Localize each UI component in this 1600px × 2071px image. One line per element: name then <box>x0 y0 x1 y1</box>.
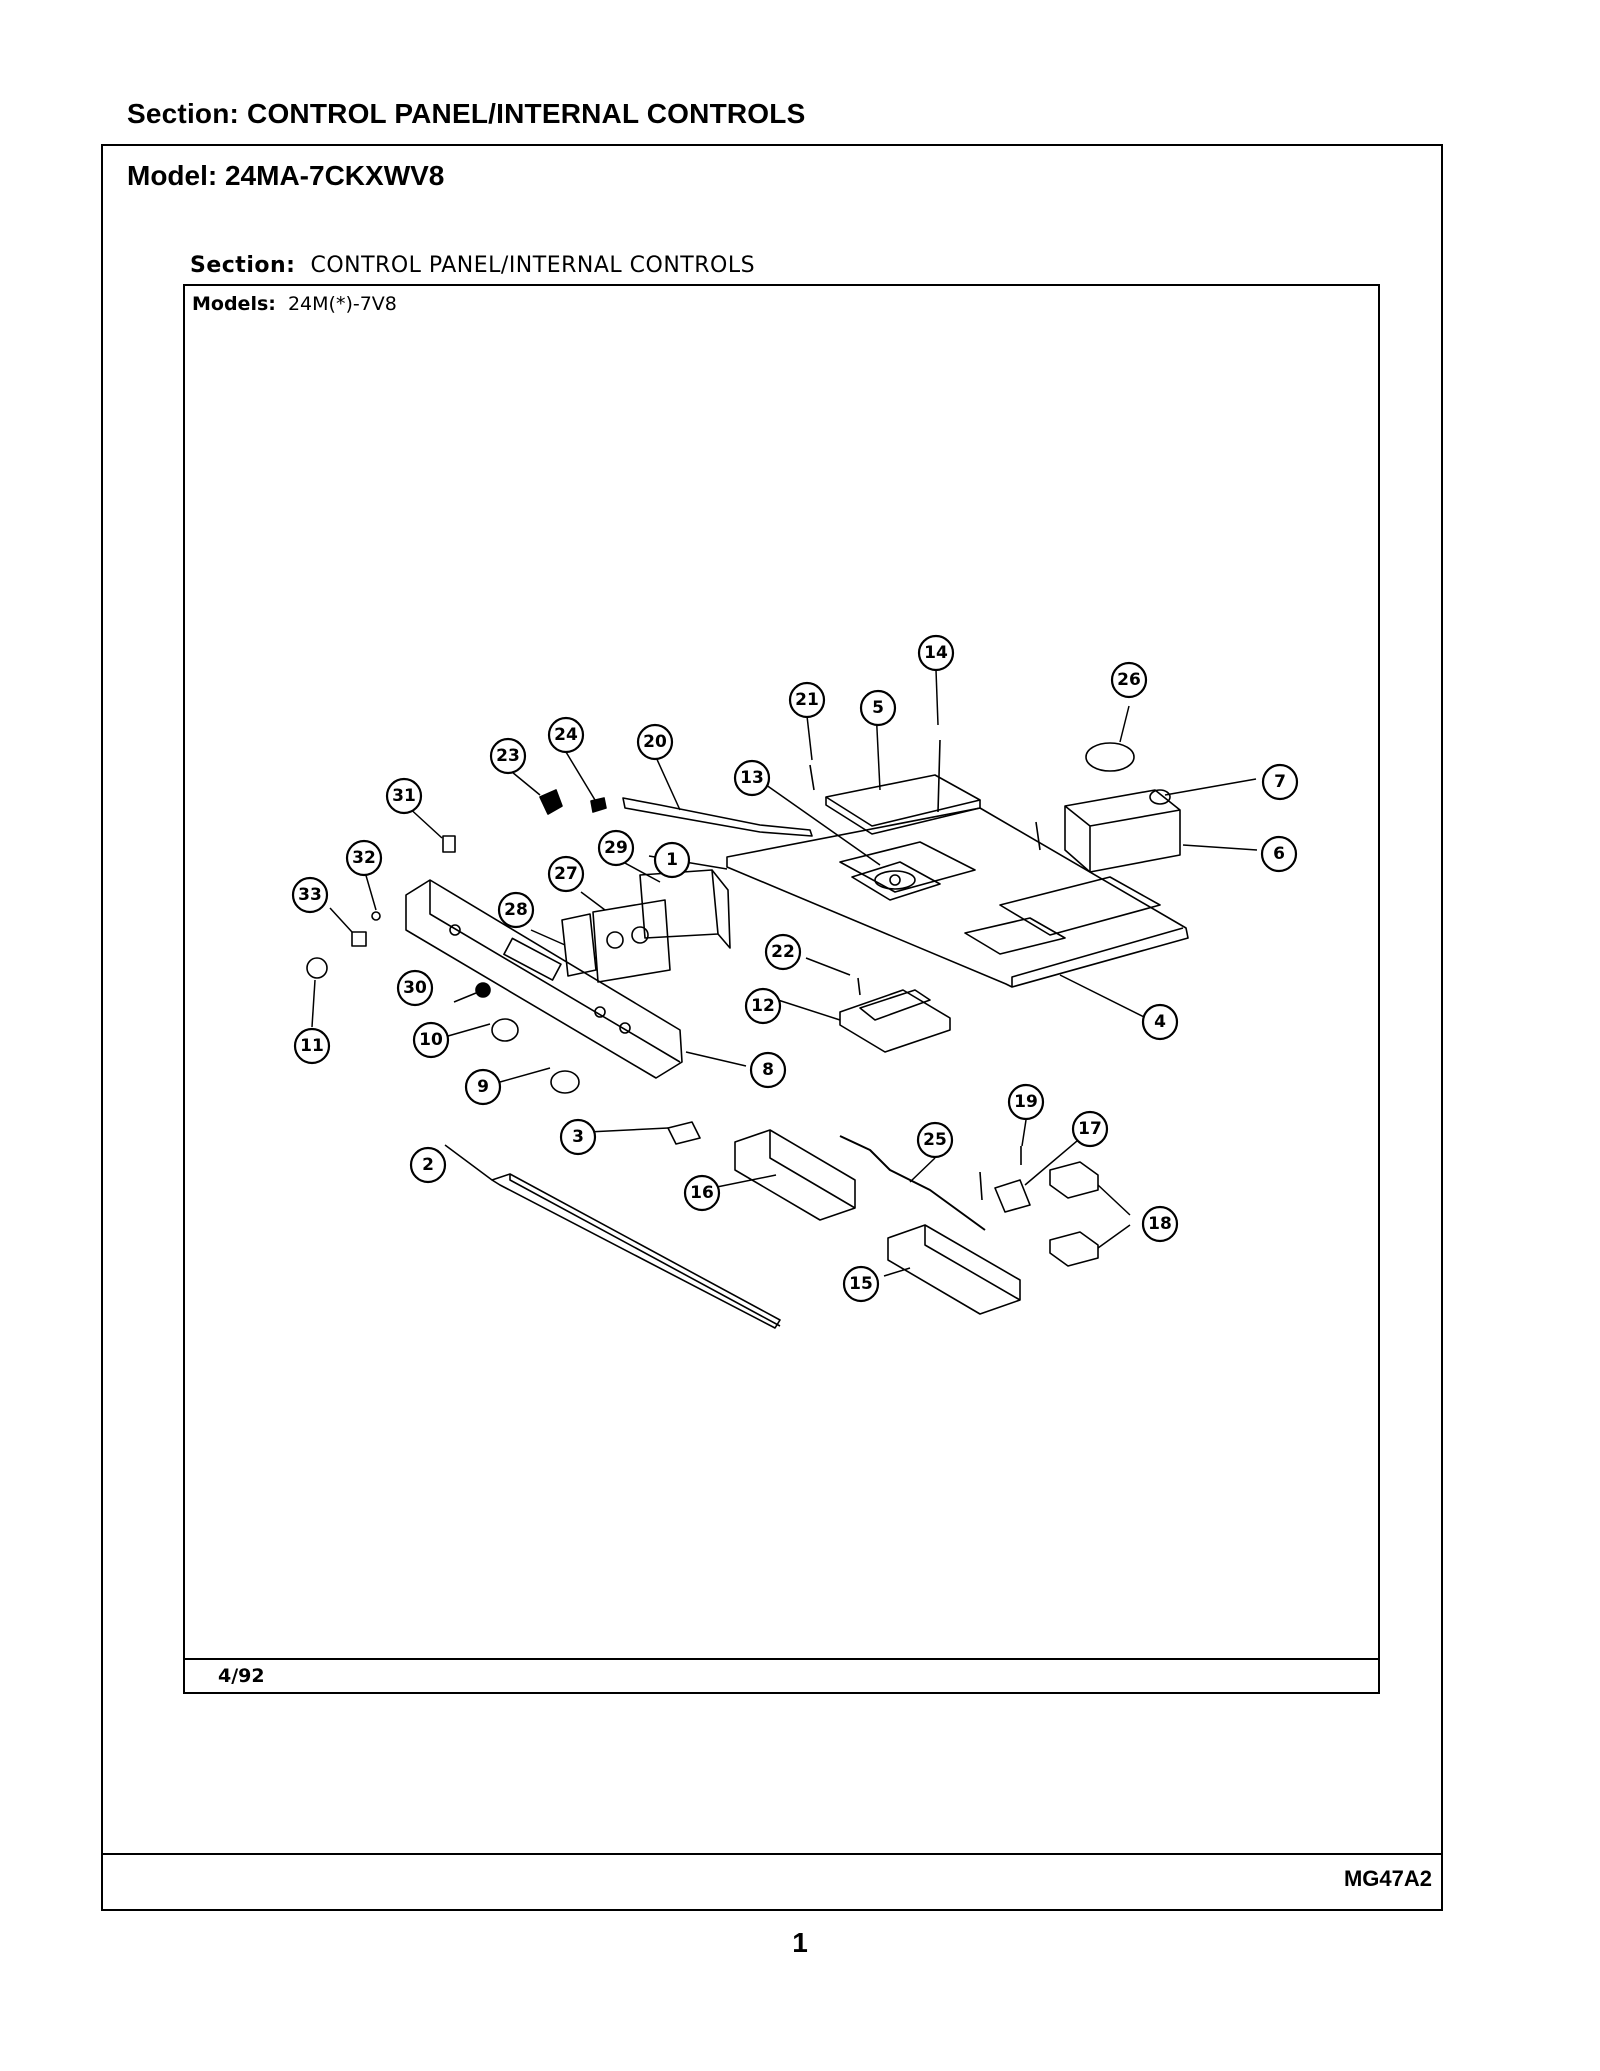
svg-text:11: 11 <box>300 1036 324 1056</box>
callout-31: 31 <box>385 777 423 815</box>
page-code: MG47A2 <box>1343 1866 1432 1891</box>
svg-text:10: 10 <box>419 1030 443 1050</box>
svg-text:18: 18 <box>1148 1214 1172 1234</box>
svg-text:15: 15 <box>849 1274 873 1294</box>
callout-20: 20 <box>636 723 674 761</box>
page-number: 1 <box>792 1927 808 1958</box>
page-section-title: Section: CONTROL PANEL/INTERNAL CONTROLS <box>127 98 806 129</box>
callout-19: 19 <box>1007 1083 1045 1121</box>
channel-16-shape <box>734 1129 856 1221</box>
base-plate-shape <box>726 807 1189 988</box>
callout-7: 7 <box>1261 763 1299 801</box>
svg-text:24: 24 <box>554 725 578 745</box>
svg-text:25: 25 <box>923 1130 947 1150</box>
svg-text:19: 19 <box>1014 1092 1038 1112</box>
motor-shape <box>851 861 941 901</box>
svg-text:9: 9 <box>477 1077 489 1097</box>
svg-text:3: 3 <box>572 1127 584 1147</box>
callout-16: 16 <box>683 1174 721 1212</box>
drawing-section-value: CONTROL PANEL/INTERNAL CONTROLS <box>310 253 756 278</box>
control-board-shape <box>592 899 671 983</box>
footer-rule <box>101 1853 1443 1855</box>
drawing-frame <box>183 284 1380 1694</box>
callout-17: 17 <box>1071 1110 1109 1148</box>
svg-text:27: 27 <box>554 864 578 884</box>
callout-2: 2 <box>409 1146 447 1184</box>
outer-frame <box>101 144 1443 1911</box>
svg-text:16: 16 <box>690 1183 714 1203</box>
svg-text:12: 12 <box>751 996 775 1016</box>
svg-text:1: 1 <box>666 850 678 870</box>
svg-text:26: 26 <box>1117 670 1141 690</box>
callout-11: 11 <box>293 1027 331 1065</box>
svg-text:28: 28 <box>504 900 528 920</box>
drawing-models: Models: 24M(*)-7V8 <box>192 293 397 315</box>
callout-24: 24 <box>547 716 585 754</box>
callout-27: 27 <box>547 855 585 893</box>
control-panel-shape <box>405 879 683 1079</box>
svg-text:6: 6 <box>1273 844 1285 864</box>
svg-text:33: 33 <box>298 885 322 905</box>
svg-text:7: 7 <box>1274 772 1286 792</box>
callout-28: 28 <box>497 891 535 929</box>
part-callouts: 1 2 3 4 5 6 7 8 9 10 11 12 13 14 15 16 1… <box>291 634 1299 1303</box>
svg-text:30: 30 <box>403 978 427 998</box>
cover-plate-shape <box>825 774 981 827</box>
drawing-date: 4/92 <box>218 1665 265 1687</box>
box-shape <box>1064 789 1181 873</box>
callout-32: 32 <box>345 839 383 877</box>
callout-25: 25 <box>916 1121 954 1159</box>
svg-text:4: 4 <box>1154 1012 1166 1032</box>
callout-1: 1 <box>653 841 691 879</box>
callout-9: 9 <box>464 1068 502 1106</box>
model-title: Model: 24MA-7CKXWV8 <box>127 160 445 191</box>
channel-15-shape <box>887 1224 1021 1315</box>
callout-29: 29 <box>597 829 635 867</box>
long-strip-shape <box>491 1173 781 1329</box>
bracket-rod-shape <box>622 797 813 837</box>
svg-text:32: 32 <box>352 848 376 868</box>
callout-18: 18 <box>1141 1205 1179 1243</box>
callout-8: 8 <box>749 1051 787 1089</box>
callout-3: 3 <box>559 1118 597 1156</box>
callout-10: 10 <box>412 1021 450 1059</box>
callout-33: 33 <box>291 876 329 914</box>
svg-text:21: 21 <box>795 690 819 710</box>
callout-15: 15 <box>842 1265 880 1303</box>
svg-text:2: 2 <box>422 1155 434 1175</box>
callout-21: 21 <box>788 681 826 719</box>
svg-text:22: 22 <box>771 942 795 962</box>
drawing-footer-rule <box>183 1658 1380 1660</box>
callout-5: 5 <box>859 689 897 727</box>
svg-text:20: 20 <box>643 732 667 752</box>
callout-22: 22 <box>764 933 802 971</box>
callout-23: 23 <box>489 737 527 775</box>
drawing-section-title: Section: CONTROL PANEL/INTERNAL CONTROLS <box>190 253 755 278</box>
svg-text:13: 13 <box>740 768 764 788</box>
svg-text:17: 17 <box>1078 1119 1102 1139</box>
small-plate-shape <box>839 989 951 1053</box>
knob-shape <box>550 1070 580 1094</box>
callout-6: 6 <box>1260 835 1298 873</box>
svg-text:31: 31 <box>392 786 416 806</box>
callout-12: 12 <box>744 987 782 1025</box>
svg-text:5: 5 <box>872 698 884 718</box>
callout-13: 13 <box>733 759 771 797</box>
callout-14: 14 <box>917 634 955 672</box>
drawing-section-label: Section: <box>190 253 296 278</box>
drawing-models-label: Models: <box>192 293 276 315</box>
callout-26: 26 <box>1110 661 1148 699</box>
svg-text:29: 29 <box>604 838 628 858</box>
callout-30: 30 <box>396 969 434 1007</box>
svg-text:23: 23 <box>496 746 520 766</box>
drawing-models-value: 24M(*)-7V8 <box>287 293 397 315</box>
callout-4: 4 <box>1141 1003 1179 1041</box>
svg-text:14: 14 <box>924 643 948 663</box>
svg-text:8: 8 <box>762 1060 774 1080</box>
display-frame-shape <box>639 869 719 939</box>
